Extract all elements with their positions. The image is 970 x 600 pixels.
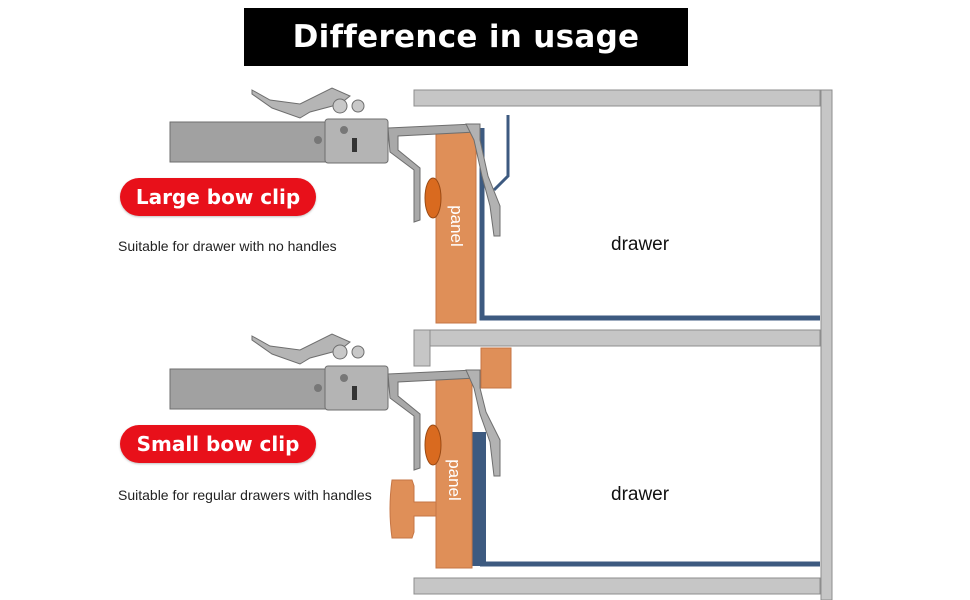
top-clip-pivot (332, 98, 348, 114)
cabinet-top-shelf (413, 89, 821, 107)
cabinet-frame (413, 89, 833, 600)
bottom-drawer-stop (480, 347, 512, 389)
bottom-drawer-front (470, 432, 486, 566)
bottom-clip-pivot (332, 344, 348, 360)
top-clip-pivot-2 (351, 99, 365, 113)
cabinet-right-wall (820, 89, 833, 600)
top-drawer-label: drawer (611, 234, 670, 255)
bottom-clip-screw (314, 384, 322, 392)
bottom-clip-pivot-2 (351, 345, 365, 359)
top-drawer-front-lip (492, 115, 510, 192)
top-clip-slot (352, 138, 357, 152)
title-banner: Difference in usage (244, 8, 688, 66)
cabinet-middle-shelf-left (413, 329, 431, 367)
bottom-description: Suitable for regular drawers with handle… (118, 487, 372, 503)
top-clip-screw (314, 136, 322, 144)
bottom-roller (424, 424, 442, 466)
large-bow-clip-badge: Large bow clip (120, 178, 316, 216)
top-bow-clip (169, 87, 501, 237)
small-bow-clip-label: Small bow clip (136, 432, 300, 456)
top-drawer-body (479, 128, 820, 321)
small-bow-clip-badge: Small bow clip (120, 425, 316, 463)
drawer-handle (389, 479, 437, 539)
bottom-drawer-label: drawer (611, 484, 670, 505)
top-panel-label: panel (447, 205, 466, 247)
bottom-drawer (470, 347, 820, 567)
bottom-panel-label: panel (445, 459, 464, 501)
top-roller (424, 177, 442, 219)
bottom-clip-hook (465, 369, 501, 477)
top-panel (435, 126, 477, 324)
cabinet-middle-shelf (413, 329, 821, 347)
title-text: Difference in usage (292, 19, 640, 55)
large-bow-clip-label: Large bow clip (135, 185, 301, 209)
bottom-clip-screw-2 (340, 374, 348, 382)
cabinet-bottom-shelf (413, 577, 821, 595)
bottom-panel (435, 371, 473, 569)
top-description: Suitable for drawer with no handles (118, 238, 337, 254)
bottom-bow-clip (169, 333, 501, 477)
top-clip-hook (465, 123, 501, 237)
top-clip-screw-2 (340, 126, 348, 134)
bottom-clip-slot (352, 386, 357, 400)
top-drawer (479, 115, 820, 321)
